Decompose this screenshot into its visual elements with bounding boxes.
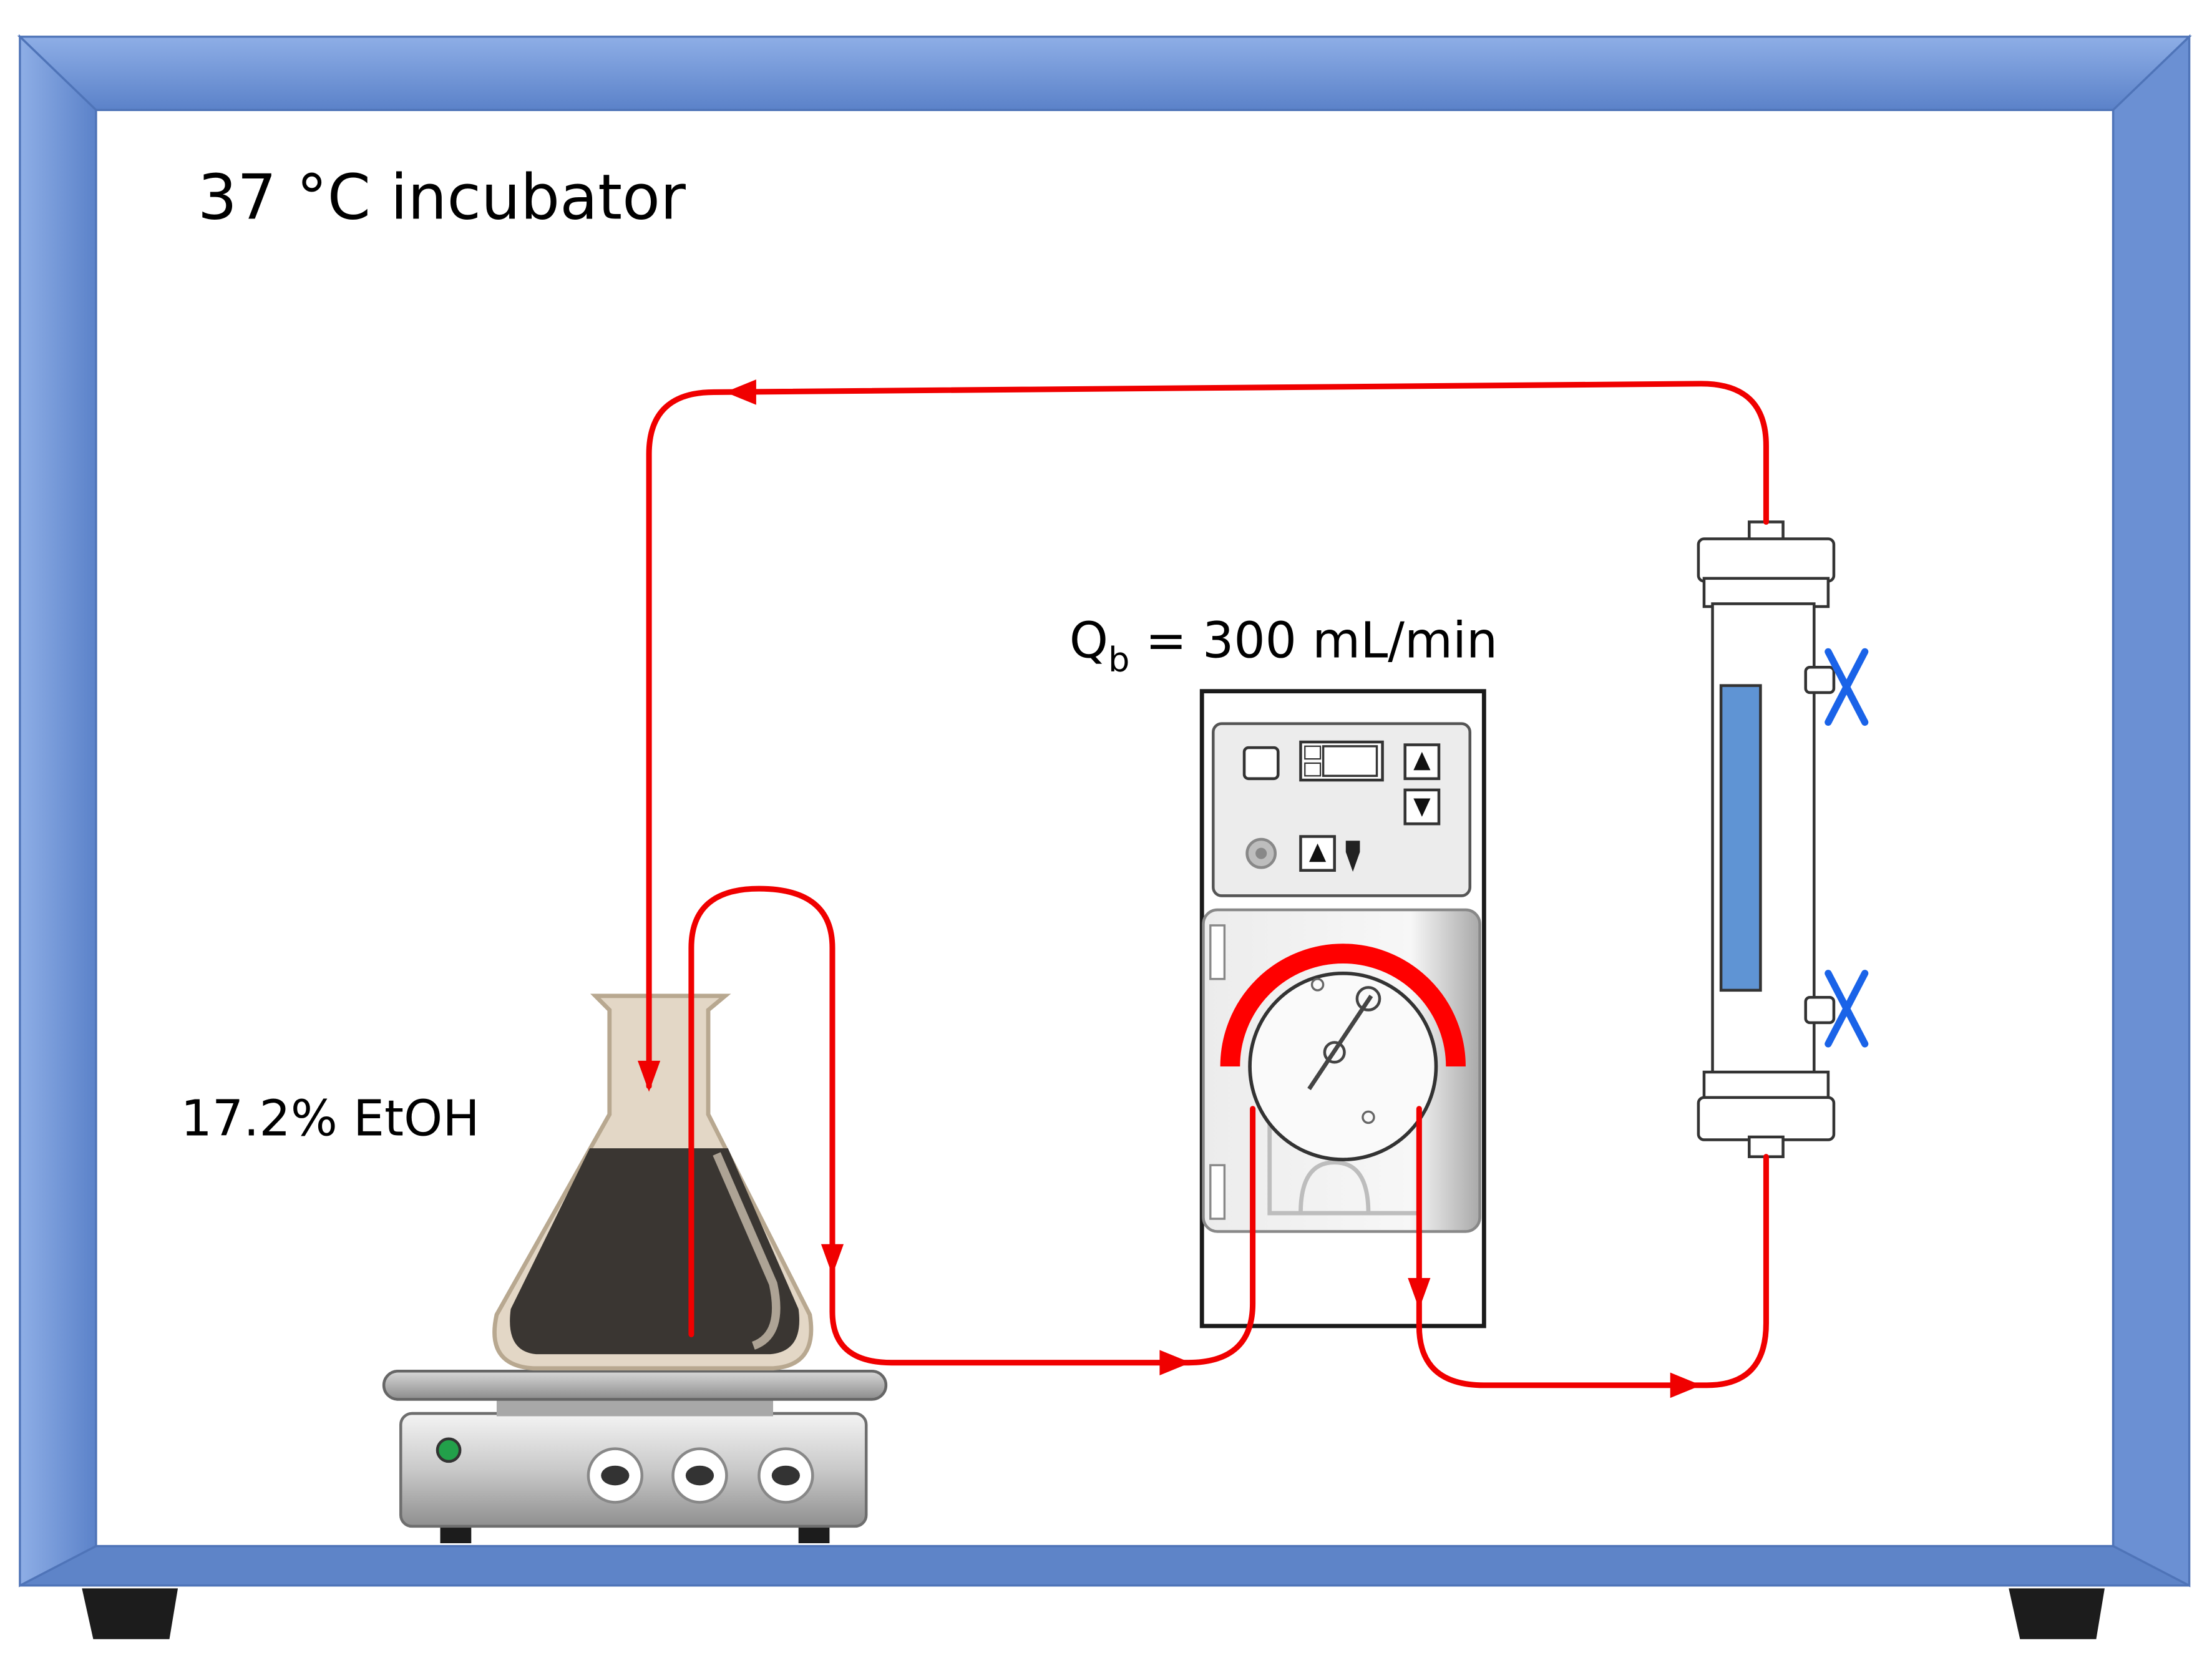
- flow-arrow-icon: [638, 1060, 661, 1092]
- pump-display: [1299, 740, 1384, 782]
- pump-head: [1202, 908, 1481, 1233]
- tubing-circuit: [646, 381, 1769, 1388]
- dialyzer-cartridge: [1697, 520, 1869, 1158]
- liquid: [510, 1148, 799, 1355]
- pump-tubing-loop: [1220, 944, 1466, 1066]
- flow-arrow-icon: [1670, 1372, 1702, 1398]
- dialyzer-membrane: [1719, 684, 1762, 992]
- flow-subscript: b: [1108, 640, 1129, 680]
- stir-plate: [382, 1369, 888, 1544]
- flow-rate-label: Qb = 300 mL/min: [1069, 612, 1498, 680]
- flow-arrow-icon: [821, 1244, 844, 1275]
- pump-control-panel: [1212, 722, 1471, 897]
- flow-arrow-icon: [725, 379, 756, 405]
- incubator-frame: [17, 34, 2192, 1588]
- incubator-feet: [82, 1588, 2105, 1639]
- power-button[interactable]: [1242, 746, 1280, 781]
- pump-rotor: [1248, 971, 1438, 1161]
- erlenmeyer-flask: [492, 993, 814, 1371]
- dialysate-port-upper: [1804, 665, 1836, 695]
- incubator-label: 37 °C incubator: [198, 162, 686, 233]
- indicator-light: [436, 1437, 462, 1463]
- pump-inlet-line: [688, 885, 1256, 1366]
- solution-label: 17.2% EtOH: [181, 1090, 480, 1148]
- flow-symbol: Q: [1069, 612, 1108, 669]
- drop-icon: [1345, 841, 1360, 872]
- clamp-icon: [1825, 970, 1869, 1048]
- flow-arrow-icon: [1159, 1350, 1191, 1376]
- clamp-icon: [1825, 648, 1869, 726]
- flow-arrow-icon: [1408, 1278, 1431, 1309]
- flow-arrows: [638, 379, 1702, 1398]
- direction-button[interactable]: [1299, 835, 1336, 872]
- speed-up-button[interactable]: [1403, 743, 1441, 781]
- flow-value: = 300 mL/min: [1129, 612, 1498, 669]
- pump-outlet-line: [1416, 1106, 1769, 1388]
- return-line: [646, 381, 1769, 1090]
- control-knobs: [587, 1447, 814, 1504]
- speed-down-button[interactable]: [1403, 788, 1441, 826]
- peristaltic-pump: [1199, 689, 1486, 1329]
- dialysate-port-lower: [1804, 995, 1836, 1025]
